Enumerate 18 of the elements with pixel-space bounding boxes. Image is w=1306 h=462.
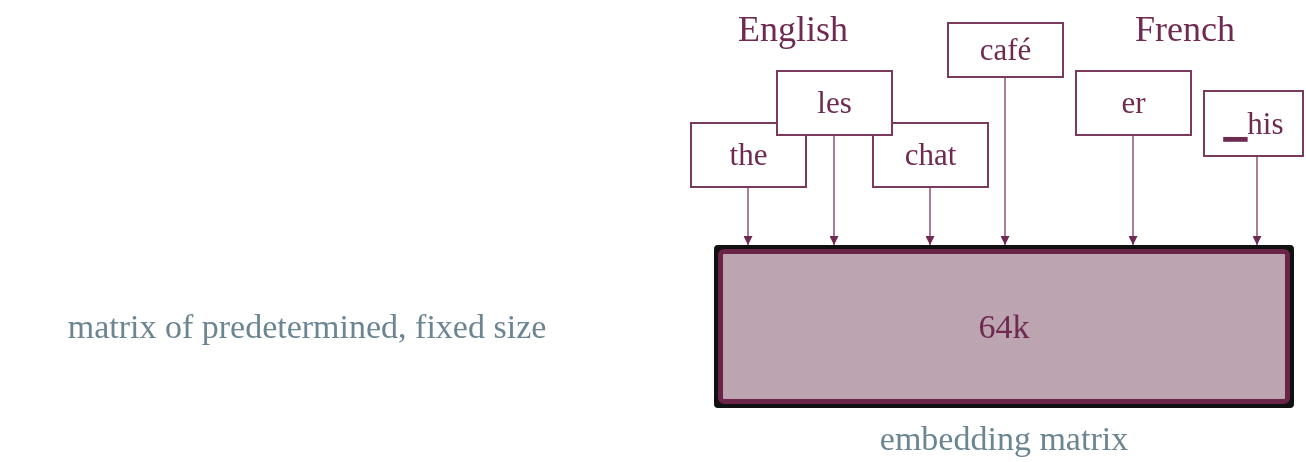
matrix-box <box>714 245 1294 408</box>
token-box: chat <box>872 122 989 188</box>
token-box: café <box>947 22 1064 78</box>
arrow <box>743 187 753 246</box>
token-box: er <box>1075 70 1192 136</box>
matrix-size: 64k <box>978 307 1030 346</box>
note-text: matrix of predetermined, fixed size <box>67 308 547 346</box>
arrow <box>1128 135 1138 246</box>
matrix-caption: embedding matrix <box>879 420 1129 458</box>
language-label: French <box>1135 8 1235 50</box>
token-box: the <box>690 122 807 188</box>
arrow <box>925 187 935 246</box>
token-box: les <box>776 70 893 136</box>
arrow <box>1252 156 1262 246</box>
arrow <box>1000 77 1010 246</box>
token-box: ▁his <box>1203 90 1304 157</box>
language-label: English <box>738 8 848 50</box>
arrow <box>829 135 839 246</box>
